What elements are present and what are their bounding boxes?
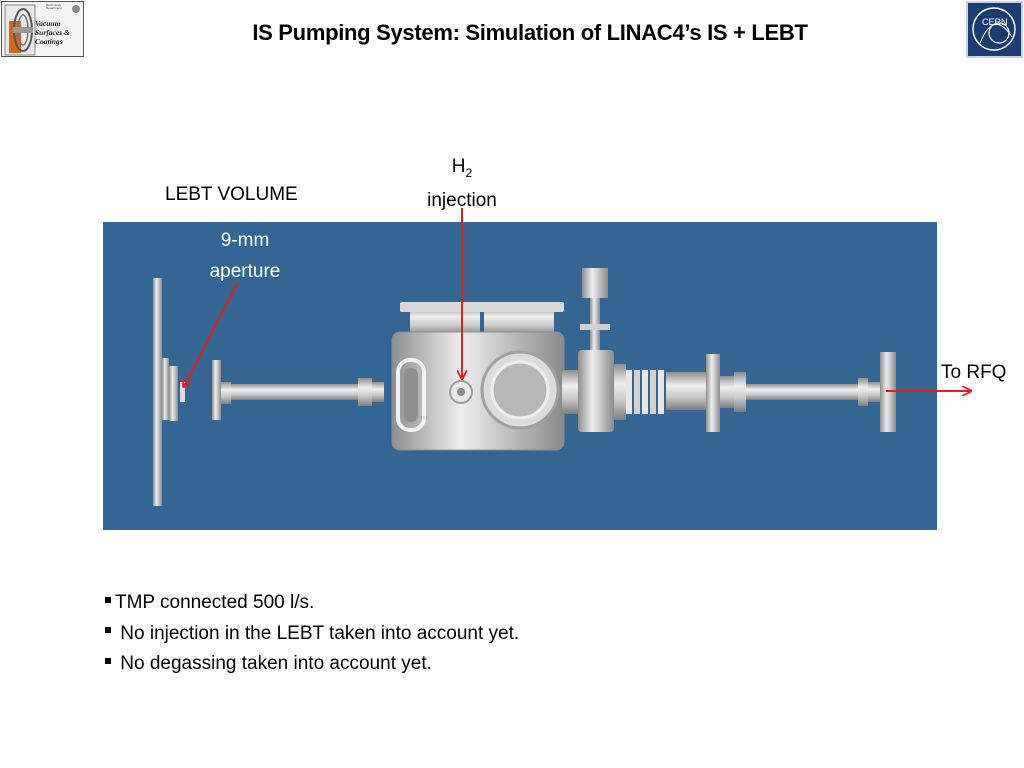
pipe-coupler-1 bbox=[358, 378, 372, 406]
left-beam-pipe bbox=[231, 384, 361, 400]
h2-injection-text: injection bbox=[427, 189, 497, 211]
list-item: TMP connected 500 l/s. bbox=[105, 588, 519, 619]
large-flange-disc bbox=[153, 278, 162, 506]
page-title: IS Pumping System: Simulation of LINAC4’… bbox=[252, 20, 808, 45]
chamber-port-top-right bbox=[484, 306, 554, 336]
left-flange-ring bbox=[169, 366, 178, 421]
left-flange-hub bbox=[162, 358, 169, 420]
bellows-pipe bbox=[666, 372, 706, 410]
lebt-volume-label: LEBT VOLUME bbox=[165, 184, 298, 205]
list-item: No injection in the LEBT taken into acco… bbox=[105, 619, 519, 650]
logo-text: Vacuum Surfaces & Coatings bbox=[35, 19, 70, 46]
bullet-square-icon bbox=[105, 627, 111, 634]
bellows-convolution-3 bbox=[642, 370, 648, 414]
aperture-line1: 9-mm bbox=[220, 230, 270, 251]
h2-injection-hole bbox=[457, 388, 465, 396]
bellows-convolution-4 bbox=[650, 370, 656, 414]
rfq-coupler bbox=[858, 378, 868, 406]
right-flange-large bbox=[706, 354, 720, 432]
right-coupler bbox=[720, 376, 734, 408]
list-item: No degassing taken into account yet. bbox=[105, 649, 519, 680]
second-flange bbox=[212, 360, 221, 420]
aperture-arrow bbox=[184, 281, 239, 386]
bellows-convolution-2 bbox=[634, 370, 640, 414]
logo-department-text: Technology Department bbox=[46, 3, 62, 10]
chamber-top-flange-right bbox=[478, 302, 564, 312]
right-coupler-ring bbox=[734, 372, 746, 412]
gate-valve-body bbox=[578, 350, 614, 432]
bullet-square-icon bbox=[105, 657, 111, 664]
right-beam-pipe bbox=[746, 384, 862, 400]
vacuum-surfaces-coatings-logo: Technology Department Vacuum Surfaces & … bbox=[1, 1, 84, 57]
svg-text:CERN: CERN bbox=[982, 17, 1008, 27]
aperture-label: 9-mm aperture bbox=[180, 225, 310, 287]
chamber-slot-opening bbox=[404, 368, 418, 422]
valve-stem-collar bbox=[580, 324, 610, 330]
pipe-flange-small bbox=[221, 382, 231, 404]
h2-subscript: 2 bbox=[465, 165, 473, 180]
valve-actuator-top bbox=[582, 268, 608, 298]
cern-logo: CERN bbox=[966, 1, 1023, 58]
chamber-top-flange-left bbox=[400, 302, 490, 312]
chamber-exit-flange bbox=[562, 370, 580, 414]
to-rfq-label: To RFQ bbox=[941, 362, 1007, 383]
vacuum-chamber-logo-icon bbox=[4, 4, 36, 56]
bullet-square-icon bbox=[105, 596, 111, 603]
aperture-plate bbox=[180, 382, 185, 402]
notes-list: TMP connected 500 l/s. No injection in t… bbox=[105, 588, 519, 680]
cern-logo-icon: CERN bbox=[972, 7, 1016, 51]
bellows-flange-left bbox=[614, 364, 626, 420]
pipe-coupler-2 bbox=[372, 382, 384, 402]
aperture-line2: aperture bbox=[209, 261, 281, 282]
chamber-slot-port bbox=[396, 358, 426, 432]
h2-injection-label: H2 injection bbox=[412, 153, 512, 215]
rfq-coupler-2 bbox=[868, 382, 880, 402]
logo-badge-icon bbox=[72, 5, 80, 13]
h2-main-text: H bbox=[451, 156, 466, 177]
bellows-convolution-5 bbox=[658, 370, 664, 414]
large-view-port-inner bbox=[490, 360, 550, 420]
bellows-convolution-1 bbox=[626, 370, 632, 414]
